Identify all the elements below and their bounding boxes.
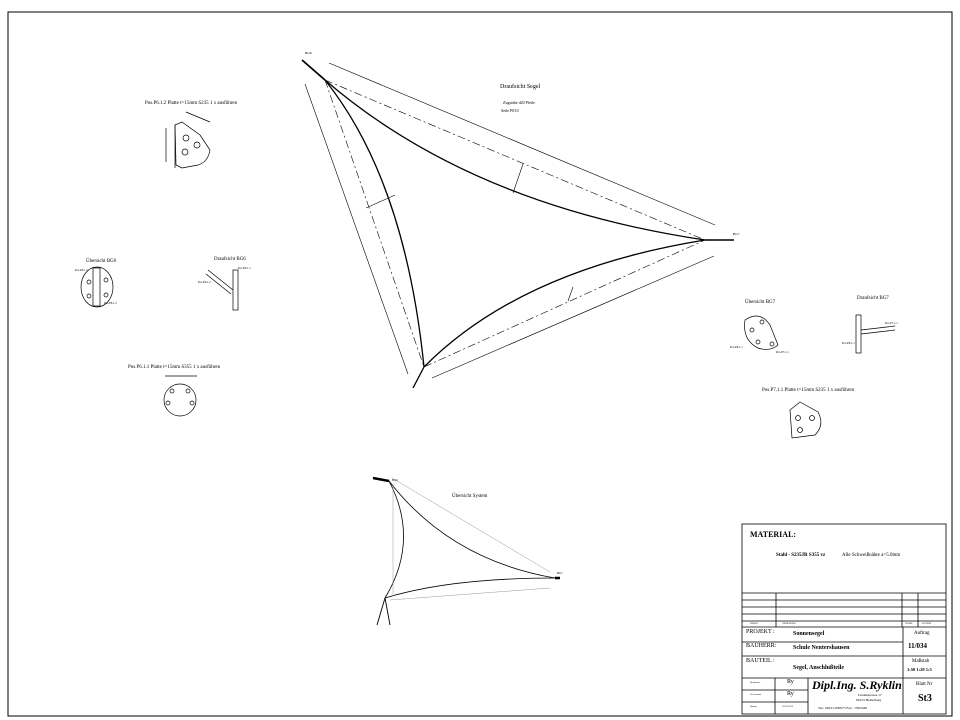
sail-top-view [301,59,734,389]
plate-p711-title: Pos.P7.1.1 Platte t=15mm S235 1 x ausfüh… [762,388,855,393]
system-label-bg6: BG6 [392,478,398,482]
plate-p711-drawing [789,401,822,439]
bg6-top-pos2: Pos.P6.1.2 [198,280,211,284]
gezeichnet-label: Gezeichnet [750,693,762,696]
bearbeiter-label: Bearbeiter [750,681,761,684]
chord-lines [324,79,706,368]
main-view-title: Draufsicht Segel [500,84,541,90]
title-block-frame [741,523,947,715]
bg7-overview-pos1: Pos.P6.1.1 [730,345,743,349]
massstab-label: Maßstab [912,659,930,664]
bauherr-value: Schule Nentershausen [793,645,850,651]
plate-p611-title: Pos.P6.1.1 Platte t=15mm S355 1 x ausfüh… [128,365,221,370]
sail-edge-bottom [423,239,706,368]
rev-header-name: NAME [905,622,913,625]
bg6-rod [301,59,326,81]
bg7-overview-drawing [744,315,779,350]
sail-edge-top [324,79,706,241]
company-address-street: Lindenstrasse 17 [858,693,882,697]
bg6-top-pos1: Pos.P6.1.1 [238,266,251,270]
bg6-overview-title: Übersicht BG6 [86,259,117,264]
sheet-frame [7,11,953,717]
sail-edge-left [324,79,425,368]
massstab-value: 1:50 1:20 1:5 [907,667,932,672]
bearbeiter-value: Ry [787,679,794,685]
bottom-rod [412,366,425,389]
bg7-top-title: Draufsicht BG7 [857,296,889,301]
weld-note: Alle Schweißnähte a=5.0mm [842,553,901,558]
material-value: Stahl - S235JR S355 vz [776,553,826,558]
bg7-top-pos2: Pos.P7.1.1 [885,321,898,325]
projekt-label: PROJEKT : [746,629,775,635]
bg6-overview-drawing [80,266,114,308]
auftrag-value: 11/034 [908,642,928,650]
company-address-city: 69123 Heidelberg [856,698,882,702]
projekt-value: Sonnensegel [793,631,825,637]
datum-label: Datum [750,705,757,708]
dimension-lines [304,62,716,379]
rev-header-change: ÄNDERUNG [782,622,797,625]
bg6-top-drawing [205,269,239,311]
plate-p612-title: Pos.P6.1.2 Platte t=15mm S235 1 x ausfüh… [145,101,238,106]
blatt-label: Blatt Nr [916,682,933,687]
bg6-overview-pos1: Pos.P6.1.1 [75,268,88,272]
bg7-overview-pos2: Pos.P7.1.1 [776,350,789,354]
system-label-bg7: BG7 [557,571,563,575]
bauteil-value: Segel, Anschlußteile [793,665,845,671]
main-view-note-ropes: Seile PE10 [501,108,519,113]
company-name: Dipl.Ing. S.Ryklin [812,678,902,692]
blatt-value: St3 [918,693,932,704]
bg7-overview-title: Übersicht BG7 [745,300,776,305]
auftrag-label: Auftrag [914,631,930,636]
corner-label-bg6: BG6 [305,51,312,55]
system-overview-drawing [372,476,560,626]
bg6-top-title: Draufsicht BG6 [214,257,246,262]
plate-p611-drawing [163,375,197,417]
bauteil-label: BAUTEIL : [746,658,775,664]
material-label: MATERIAL: [750,530,797,539]
gezeichnet-value: Ry [787,691,794,697]
bg7-top-drawing [855,314,896,354]
bauherr-label: BAUHERR: [746,643,777,649]
main-view-note-rods: Zugstäbe d20 Pfeile [503,100,535,105]
system-overview-title: Übersicht System [452,494,488,499]
bg6-overview-pos2: Pos.P6.1.2 [104,301,117,305]
rev-header-index: INDEX [750,622,758,625]
company-phone: Tel.: 06221-830675 Fax: -7965048 [818,706,867,710]
bg7-top-pos1: Pos.P6.1.1 [842,341,855,345]
rev-header-date: DATUM [922,622,931,625]
datum-value: 30.07.2012 [782,705,794,708]
plate-p612-drawing [165,111,211,169]
corner-label-bg7: BG7 [733,232,740,236]
